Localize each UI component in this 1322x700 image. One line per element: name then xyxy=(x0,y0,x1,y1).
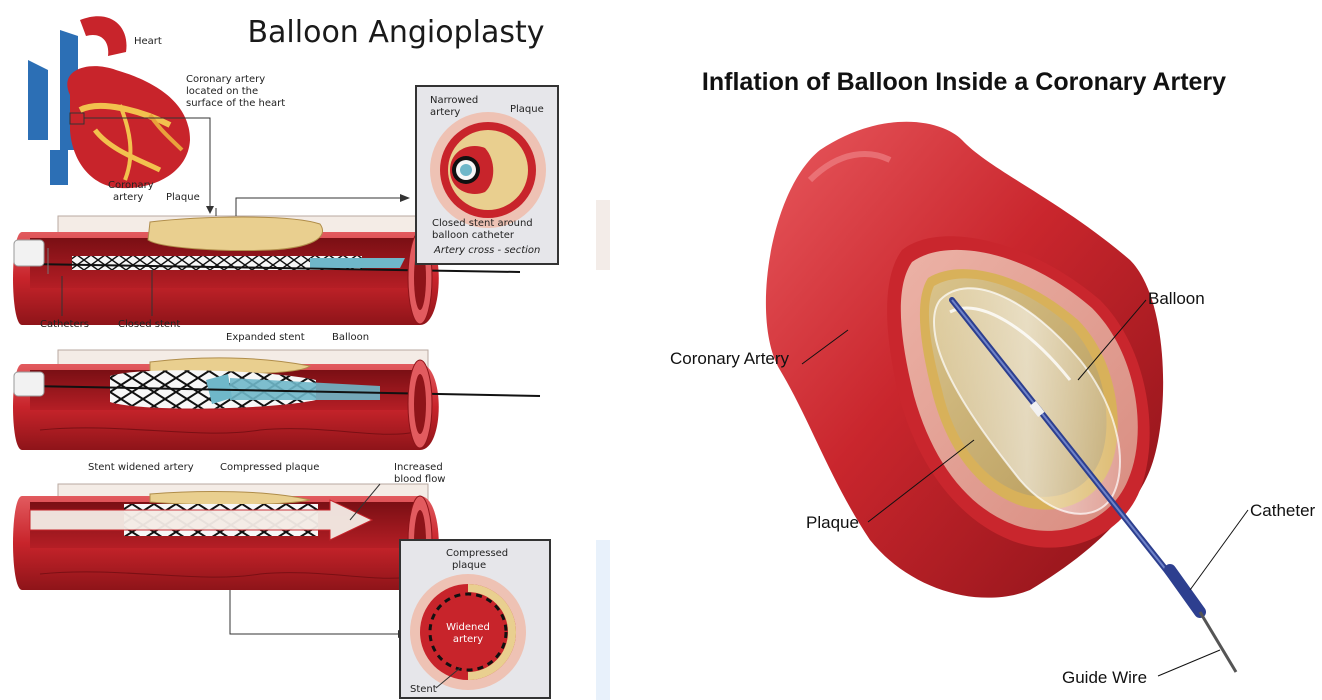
inset-plaque-label: Plaque xyxy=(510,104,544,115)
increased-flow-label-2: blood flow xyxy=(394,474,445,485)
balloon-inflation-illustration: Inflation of Balloon Inside a Coronary A… xyxy=(610,0,1322,700)
closed-stent-label: Closed stent xyxy=(118,319,180,330)
heart-illustration xyxy=(28,16,190,188)
divider-svg xyxy=(596,0,610,700)
inset-closed-stent-label-2: balloon catheter xyxy=(432,230,515,241)
coronary-artery-label-2: artery xyxy=(113,192,143,203)
catheter-label: Catheter xyxy=(1250,501,1316,520)
balloon-angioplasty-illustration: Balloon Angioplasty Heart Coronary arter… xyxy=(0,0,596,700)
heart-label: Heart xyxy=(134,36,162,47)
catheters-label: Catheters xyxy=(40,319,89,330)
right-title: Inflation of Balloon Inside a Coronary A… xyxy=(702,68,1226,96)
inset-connector-bottom xyxy=(230,590,398,634)
inset-compressed-label-1: Compressed xyxy=(446,548,508,559)
panel-divider xyxy=(596,0,610,700)
balloon-label: Balloon xyxy=(1148,289,1205,308)
inset-connector-top-arrowhead xyxy=(400,194,410,202)
artery-tube-expanded-stent xyxy=(13,350,540,450)
inset-widened-label-2: artery xyxy=(453,634,483,645)
coronary-location-label-3: surface of the heart xyxy=(186,98,285,109)
inset-narrowed-label-1: Narrowed xyxy=(430,95,478,106)
left-title: Balloon Angioplasty xyxy=(247,15,544,50)
catheter-leader xyxy=(1190,510,1248,590)
compressed-plaque-label: Compressed plaque xyxy=(220,462,319,473)
inset-caption: Artery cross - section xyxy=(433,245,540,256)
coronary-artery-label: Coronary Artery xyxy=(670,349,790,368)
inset-compressed-label-2: plaque xyxy=(452,560,486,571)
inset-stent-label: Stent xyxy=(410,684,437,695)
zoom-arrowhead xyxy=(206,206,214,214)
coronary-location-label-1: Coronary artery xyxy=(186,74,265,85)
plaque-label: Plaque xyxy=(806,513,859,532)
inset-connector-top xyxy=(236,198,400,216)
stent-widened-label: Stent widened artery xyxy=(88,462,194,473)
inset-closed-stent-label-1: Closed stent around xyxy=(432,218,533,229)
right-diagram-svg: Inflation of Balloon Inside a Coronary A… xyxy=(610,0,1322,700)
guide-wire-leader xyxy=(1158,650,1220,676)
inset-widened-label-1: Widened xyxy=(446,622,490,633)
plaque-label-top: Plaque xyxy=(166,192,200,203)
coronary-artery-label-1: Coronary xyxy=(108,180,154,191)
artery-tube-widened xyxy=(13,484,439,590)
guide-wire-label: Guide Wire xyxy=(1062,668,1147,687)
coronary-location-label-2: located on the xyxy=(186,86,258,97)
expanded-stent-label: Expanded stent xyxy=(226,332,305,343)
left-diagram-svg: Balloon Angioplasty Heart Coronary arter… xyxy=(0,0,596,700)
inset-narrowed-label-2: artery xyxy=(430,107,460,118)
increased-flow-label-1: Increased xyxy=(394,462,443,473)
balloon-label-left: Balloon xyxy=(332,332,369,343)
